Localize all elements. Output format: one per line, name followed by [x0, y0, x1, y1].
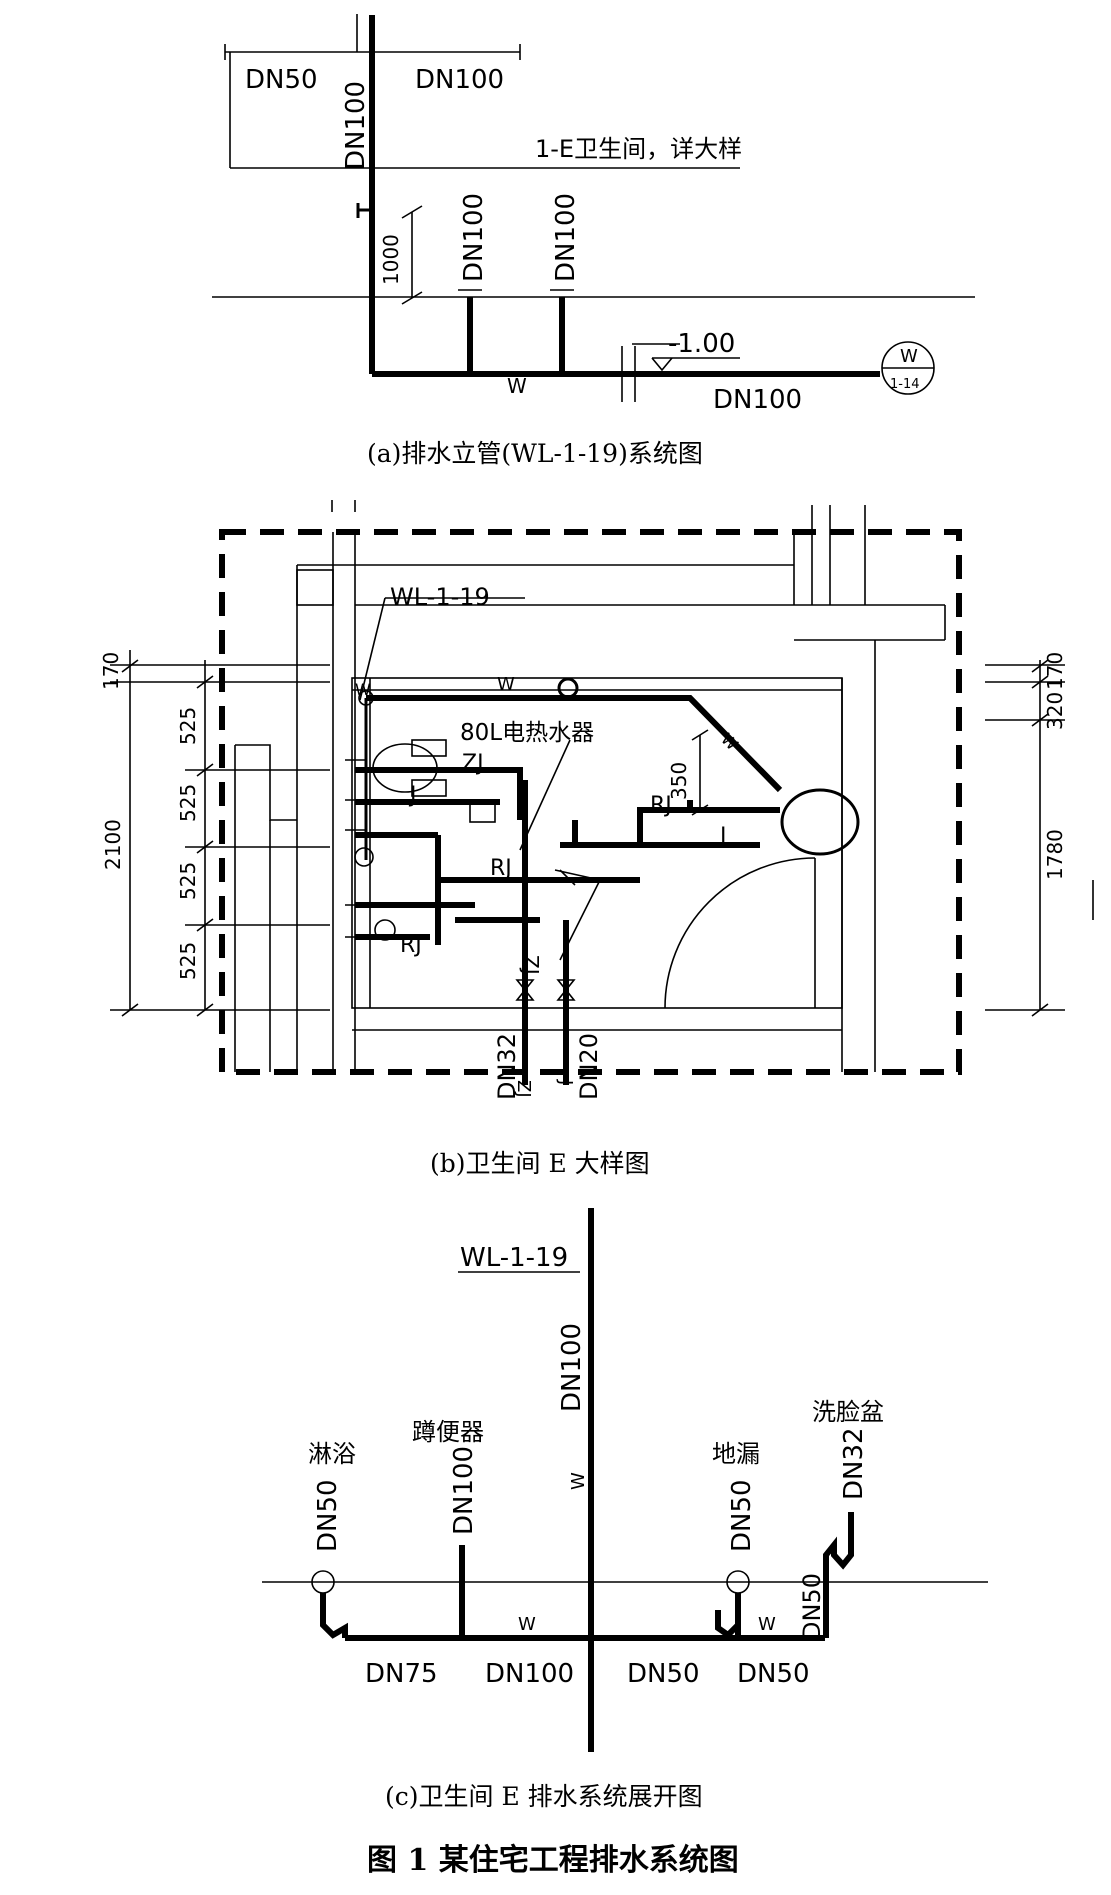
b-rj3: RJ — [650, 793, 672, 818]
a-dn100-branch2: DN100 — [551, 193, 581, 282]
c-floor-drain-dn: DN50 — [727, 1479, 757, 1552]
a-elevation: -1.00 — [668, 329, 735, 359]
c-shower-dn: DN50 — [313, 1479, 343, 1552]
a-w-mark: W — [507, 374, 527, 398]
b-j1: J — [408, 783, 417, 808]
b-dim-left-525b: 525 — [176, 784, 200, 822]
b-rj1: RJ — [490, 856, 512, 881]
c-w-riser: W — [568, 1472, 589, 1490]
a-dn100-branch1: DN100 — [459, 193, 489, 282]
b-rj2: RJ — [400, 933, 422, 958]
a-dn100-top: DN100 — [415, 65, 504, 95]
c-shower-label: 淋浴 — [308, 1440, 356, 1468]
c-pipe-dn75: DN75 — [365, 1659, 438, 1689]
a-dn100-outlet: DN100 — [713, 385, 802, 415]
b-j2: J — [718, 824, 727, 849]
b-dim-left-170: 170 — [99, 652, 123, 690]
b-caption: (b)卫生间 E 大样图 — [430, 1149, 650, 1178]
b-dim-right-320: 320 — [1043, 692, 1067, 730]
b-zj1: ZJ — [462, 751, 484, 776]
panel-a-riser-system — [212, 14, 975, 402]
c-basin-label: 洗脸盆 — [812, 1398, 884, 1426]
c-pipe-dn50b: DN50 — [737, 1659, 810, 1689]
a-room-note: 1-E卫生间，详大样 — [535, 135, 742, 163]
b-dim-right-170: 170 — [1043, 652, 1067, 690]
c-riser-tag: WL-1-19 — [460, 1243, 568, 1273]
a-symbol-top: W — [900, 346, 918, 367]
b-dim-350: 350 — [667, 762, 691, 800]
b-zj-bottom: ZJ — [513, 1080, 534, 1098]
c-w2: W — [758, 1614, 776, 1635]
c-pipe-dn50a: DN50 — [627, 1659, 700, 1689]
b-dim-left-525d: 525 — [176, 942, 200, 980]
b-dim-left-525a: 525 — [176, 707, 200, 745]
figure-title: 图 1 某住宅工程排水系统图 — [367, 1843, 739, 1878]
a-caption: (a)排水立管(WL-1-19)系统图 — [367, 439, 703, 468]
a-dn100-riser: DN100 — [341, 81, 371, 170]
c-floor-drain-label: 地漏 — [712, 1440, 760, 1468]
c-basin-down-dn: DN50 — [798, 1573, 826, 1640]
b-dn32: DN32 — [493, 1033, 521, 1100]
panel-c-drainage-expansion — [262, 1208, 988, 1752]
a-dim-1000: 1000 — [379, 234, 403, 285]
panel-b-bathroom-detail — [110, 500, 1094, 1085]
b-dim-left-525c: 525 — [176, 862, 200, 900]
c-toilet-dn: DN100 — [449, 1446, 479, 1535]
b-dn20: DN20 — [575, 1033, 603, 1100]
b-riser-tag: WL-1-19 — [390, 583, 490, 611]
b-dim-left-2100: 2100 — [101, 819, 125, 870]
a-symbol-bottom: 1-14 — [890, 377, 920, 392]
b-zj2: ZJ — [519, 955, 543, 975]
a-dn50-top: DN50 — [245, 65, 318, 95]
b-w-left: W — [355, 680, 371, 699]
c-basin-dn: DN32 — [839, 1427, 869, 1500]
c-w1: W — [518, 1614, 536, 1635]
b-heater-label: 80L电热水器 — [460, 720, 594, 746]
c-riser-dn: DN100 — [557, 1323, 587, 1412]
c-pipe-dn100: DN100 — [485, 1659, 574, 1689]
c-caption: (c)卫生间 E 排水系统展开图 — [385, 1782, 703, 1811]
b-w-top: W — [497, 674, 515, 695]
b-dim-right-1780: 1780 — [1043, 829, 1067, 880]
c-toilet-label: 蹲便器 — [412, 1418, 484, 1446]
b-j-bottom: J — [555, 1079, 576, 1085]
